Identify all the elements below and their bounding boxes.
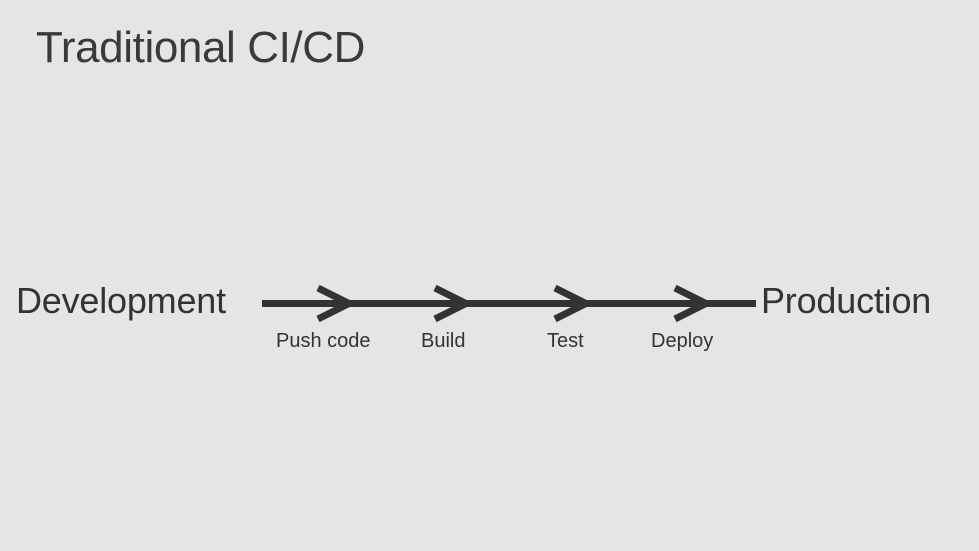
pipeline-start-label: Development [16, 280, 226, 321]
chevron-arrow-icon-3 [553, 284, 594, 323]
chevron-arrow-icon-2 [433, 284, 474, 323]
pipeline-end-label: Production [761, 280, 932, 321]
chevron-arrow-icon-1 [316, 284, 357, 323]
pipeline-stage-label-push-code: Push code [276, 330, 371, 352]
pipeline-stage-label-test: Test [547, 330, 584, 352]
chevron-arrow-icon-4 [673, 284, 714, 323]
page-title: Traditional CI/CD [36, 23, 366, 72]
pipeline-stage-label-deploy: Deploy [651, 330, 714, 352]
pipeline-stage-label-build: Build [421, 330, 466, 352]
